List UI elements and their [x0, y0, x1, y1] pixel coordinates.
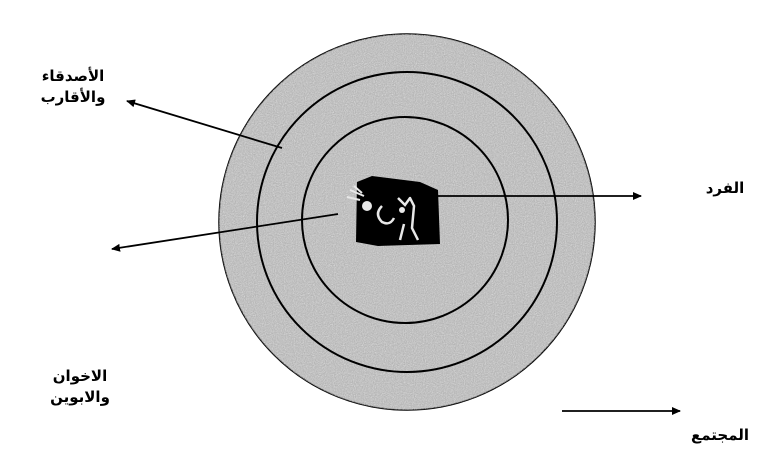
label-siblings-line1: الاخوان [25, 366, 135, 387]
label-friends-relatives: الأصدقاء والأقارب [18, 66, 128, 108]
label-society: المجتمع [675, 425, 765, 446]
label-individual: الفرد [690, 178, 760, 199]
individual-figure-icon [347, 176, 440, 246]
label-siblings-line2: والابوين [25, 387, 135, 408]
label-friends-line2: والأقارب [18, 87, 128, 108]
label-siblings-parents: الاخوان والابوين [25, 366, 135, 408]
label-friends-line1: الأصدقاء [18, 66, 128, 87]
